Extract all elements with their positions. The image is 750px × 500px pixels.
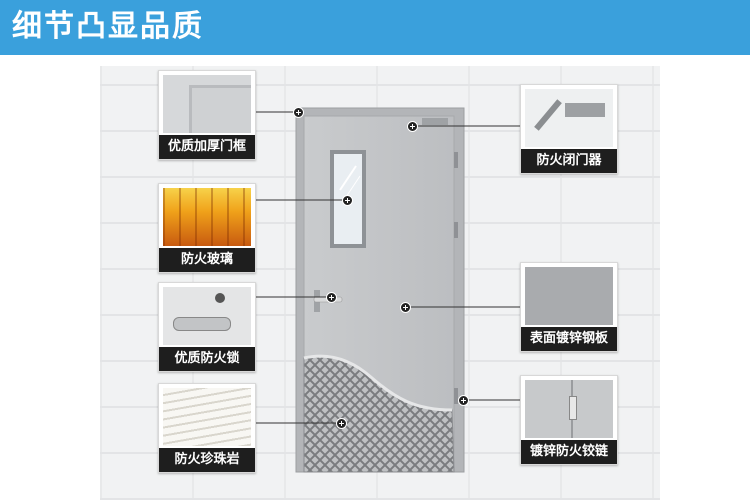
lock-photo: [163, 287, 251, 345]
caption-lock: 优质防火锁: [159, 347, 255, 371]
panel-rock: 防火珍珠岩: [158, 383, 256, 473]
panel-glass: 防火玻璃: [158, 183, 256, 273]
marker-closer-icon: [407, 121, 418, 132]
caption-frame: 优质加厚门框: [159, 135, 255, 159]
marker-glass-icon: [342, 195, 353, 206]
marker-lock-icon: [326, 292, 337, 303]
marker-hinge-icon: [458, 395, 469, 406]
page-header: 细节凸显品质: [0, 0, 750, 55]
caption-glass: 防火玻璃: [159, 248, 255, 272]
steel-plate-photo: [525, 267, 613, 325]
panel-frame: 优质加厚门框: [158, 70, 256, 160]
door-closer-photo: [525, 89, 613, 147]
caption-plate: 表面镀锌钢板: [521, 327, 617, 351]
panel-lock: 优质防火锁: [158, 282, 256, 372]
marker-plate-icon: [400, 302, 411, 313]
panel-hinge: 镀锌防火铰链: [520, 375, 618, 465]
caption-closer: 防火闭门器: [521, 149, 617, 173]
fire-glass-photo: [163, 188, 251, 246]
hinge-photo: [525, 380, 613, 438]
marker-frame-icon: [293, 107, 304, 118]
perlite-board-photo: [163, 388, 251, 446]
panel-closer: 防火闭门器: [520, 84, 618, 174]
caption-hinge: 镀锌防火铰链: [521, 440, 617, 464]
panel-plate: 表面镀锌钢板: [520, 262, 618, 352]
page-title: 细节凸显品质: [12, 9, 204, 44]
frame-photo: [163, 75, 251, 133]
marker-rock-icon: [336, 418, 347, 429]
caption-rock: 防火珍珠岩: [159, 448, 255, 472]
